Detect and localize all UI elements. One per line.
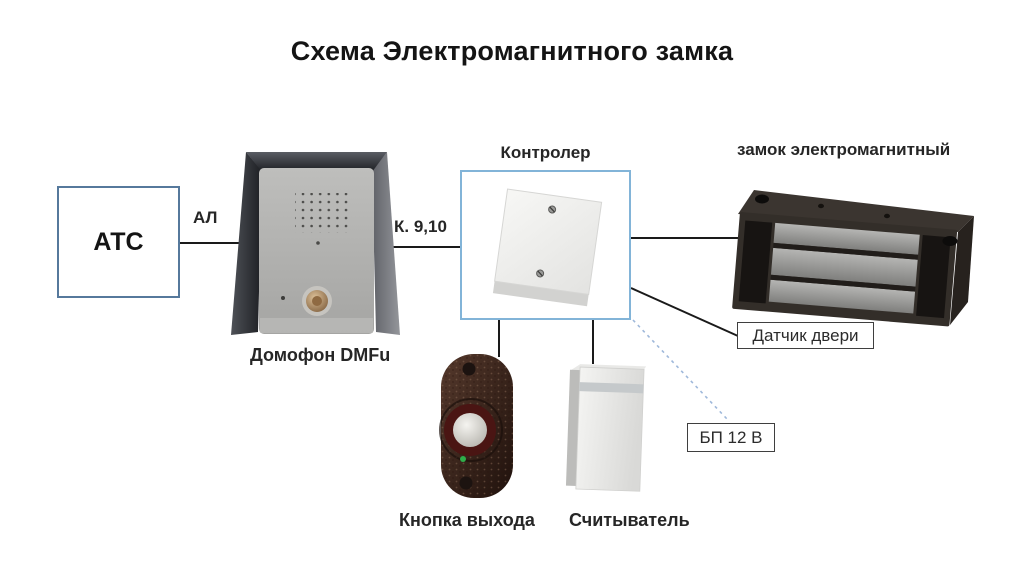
atc-label: АТС: [93, 227, 144, 256]
exit-button-photo: [439, 354, 513, 498]
lock-photo: [732, 190, 974, 327]
controller-frame: [460, 170, 631, 320]
reader-caption: Считыватель: [569, 510, 690, 530]
diagram-title: Схема Электромагнитного замка: [290, 36, 734, 66]
controller-photo: [492, 188, 603, 307]
intercom-caption: Домофон DMFu: [250, 345, 391, 365]
speaker-holes: [295, 193, 348, 233]
node-atc: АТС: [57, 186, 180, 298]
door-sensor-label: Датчик двери: [752, 325, 859, 345]
door-sensor-callout: Датчик двери: [737, 322, 874, 349]
connection-label-al: АЛ: [193, 208, 218, 227]
intercom-photo: [231, 152, 400, 335]
exit-button-pushpad: [453, 413, 487, 447]
lock-caption: замок электромагнитный: [737, 140, 951, 159]
exit-button-led: [460, 456, 466, 462]
wire-controller-psu-dashed: [632, 319, 728, 420]
connection-label-k910: К. 9,10: [394, 217, 447, 236]
controller-caption: Контролер: [500, 143, 591, 162]
power-supply-label: БП 12 В: [699, 427, 763, 447]
exit-button-caption: Кнопка выхода: [399, 510, 535, 530]
wire-controller-doorsensor: [630, 287, 739, 337]
power-supply-callout: БП 12 В: [687, 423, 775, 452]
reader-photo: [565, 364, 647, 492]
